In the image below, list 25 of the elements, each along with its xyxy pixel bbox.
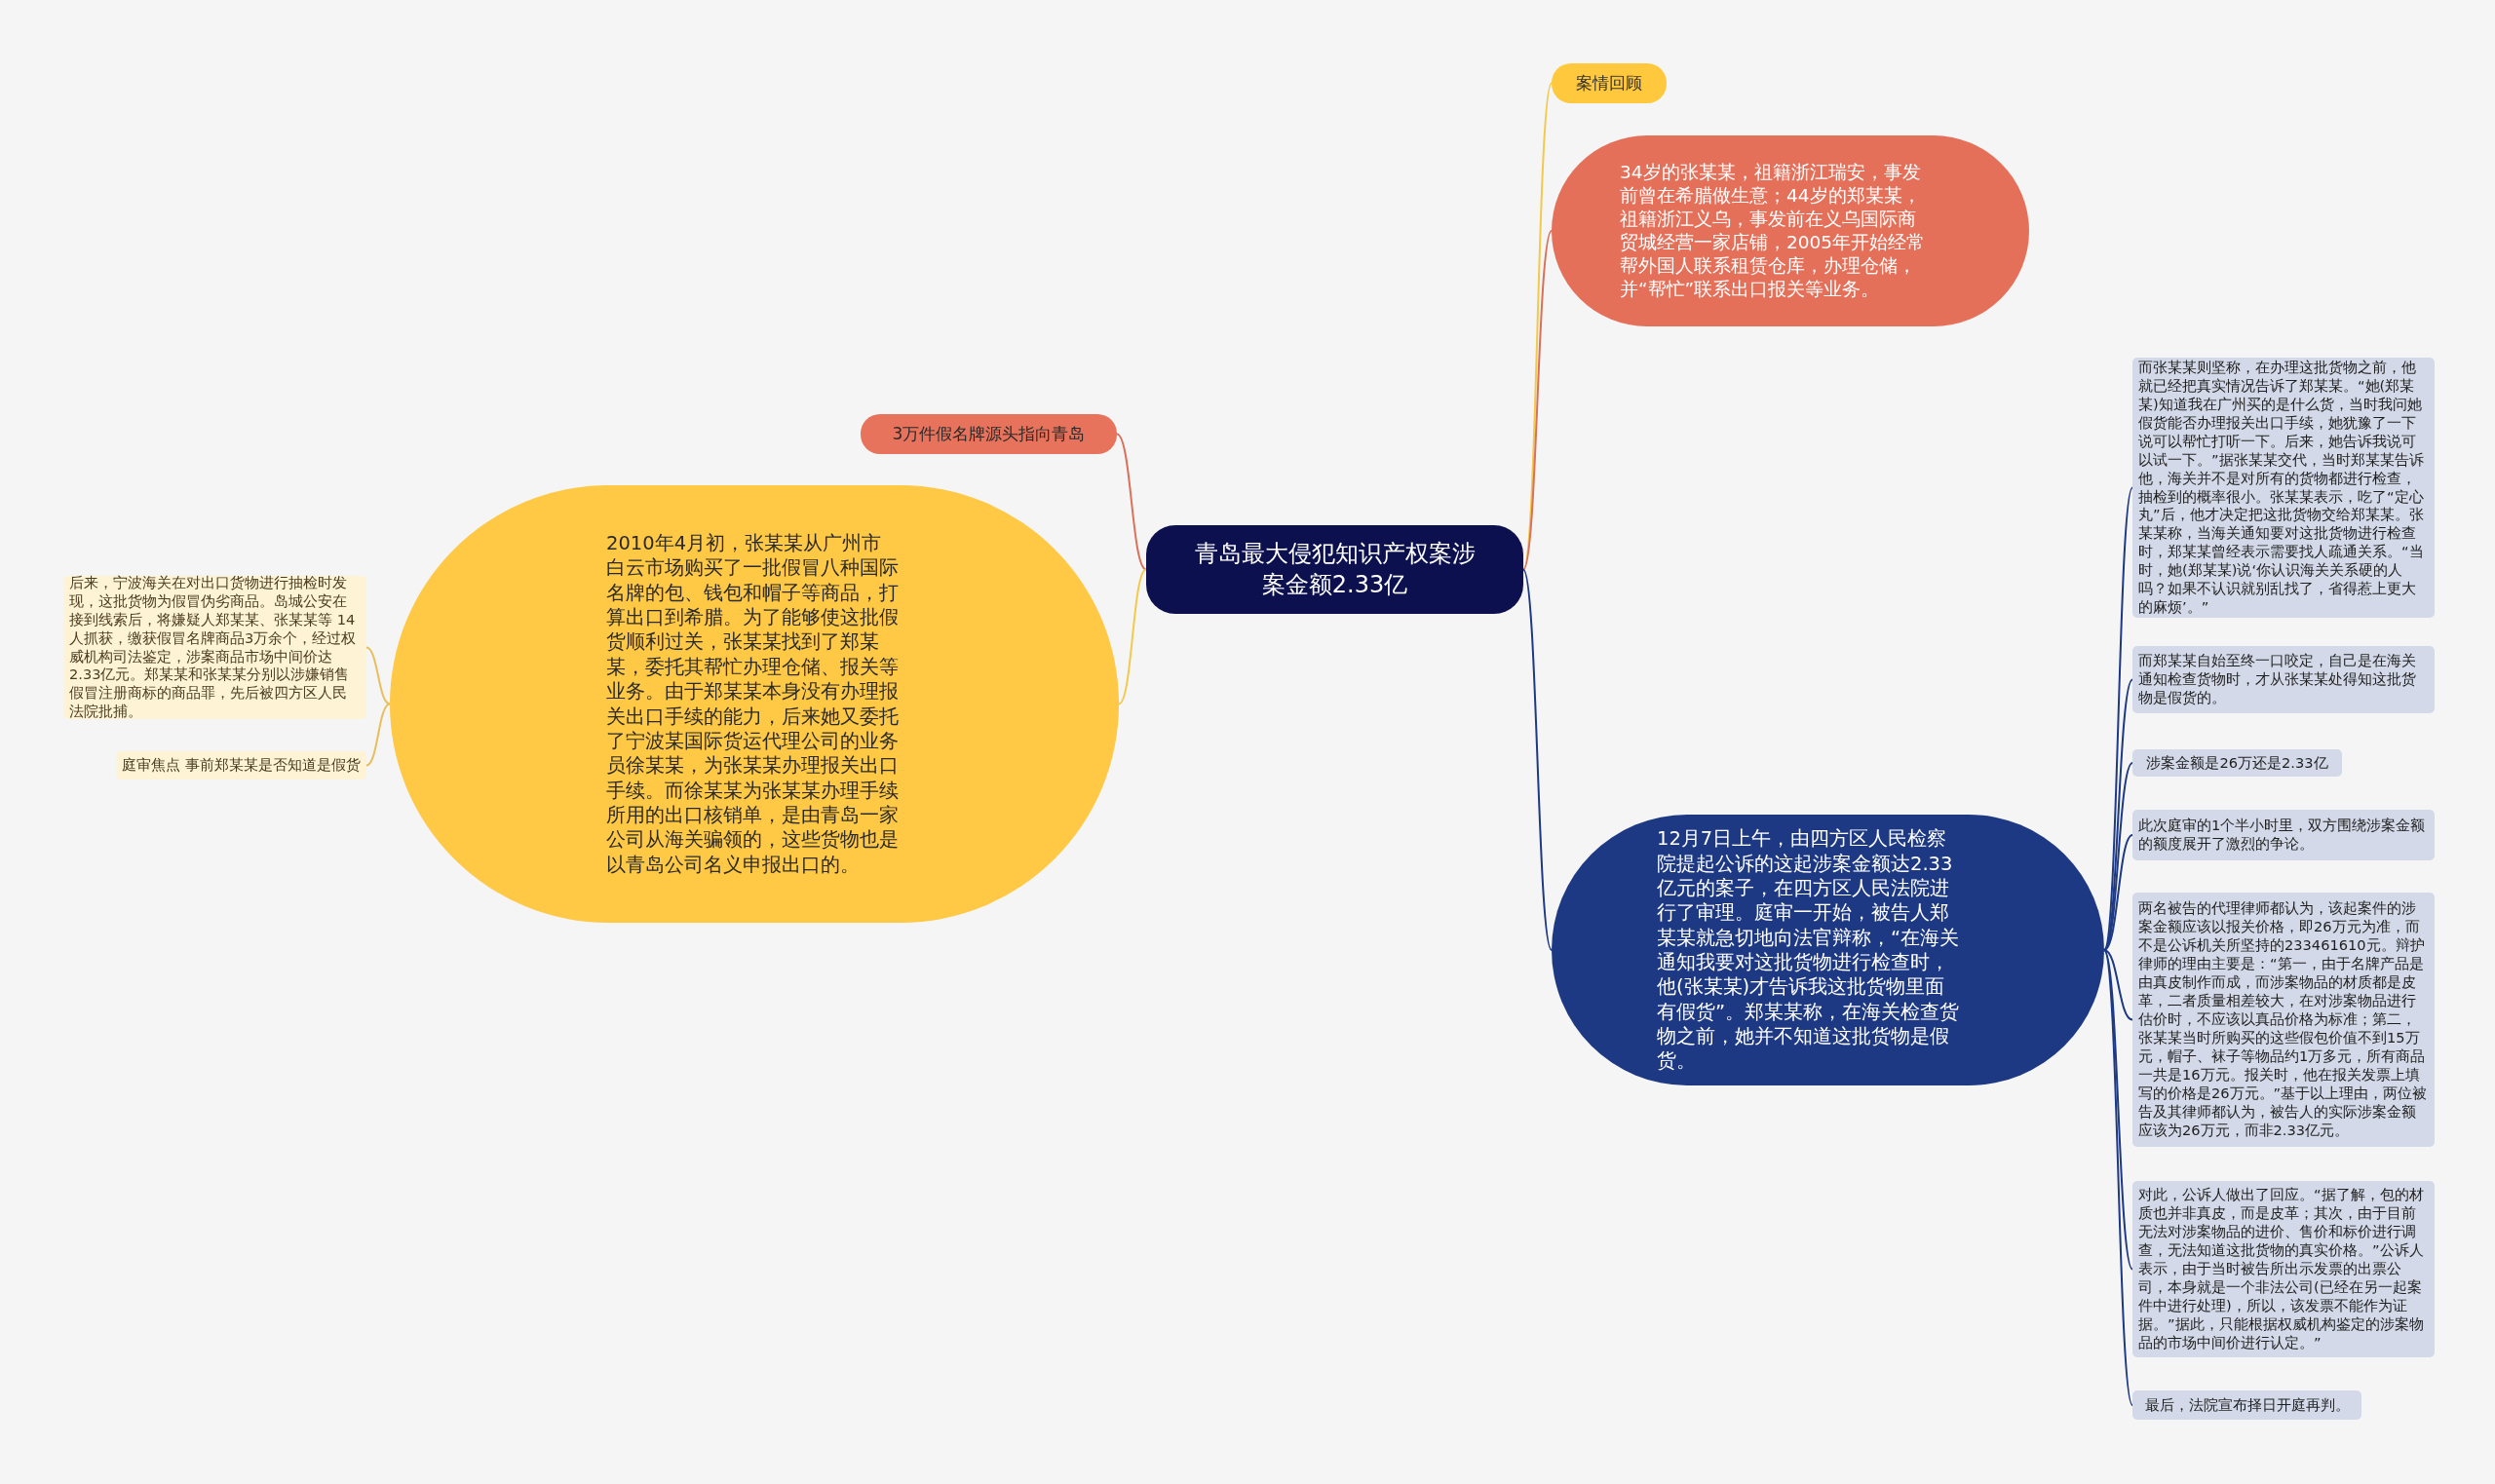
topic-pill: 3万件假名牌源头指向青岛: [861, 414, 1117, 454]
connector-line: [1522, 230, 1553, 571]
note-card: 涉案金额是26万还是2.33亿: [2132, 749, 2342, 777]
note-card: 而张某某则坚称，在办理这批货物之前，他就已经把真实情况告诉了郑某某。“她(郑某某)知道我在广州买的是什么货，当时我问她假货能否办理报关出口手续，她犹豫了一下说可以帮忙打听一下。后来，她告诉我说可以试一下。”据张某某交代，当时郑某某告诉他，海关并不是对所有的货物都进行检查，抽检到的概率很小。张某某表示，吃了“定心丸”后，他才决定把这批货物交给郑某某。张某某称，当海关通知要对这批货物进行检查时，郑某某曾经表示需要找人疏通关系。“当时，她(郑某某)说‘你认识海关关系硬的人吗？如果不认识就别乱找了，省得惹上更大的麻烦’。”: [2132, 358, 2435, 618]
note-card: 庭审焦点 事前郑某某是否知道是假货: [116, 751, 366, 780]
topic-bubble: 34岁的张某某，祖籍浙江瑞安，事发前曾在希腊做生意；44岁的郑某某，祖籍浙江义乌，事发前在义乌国际商贸城经营一家店铺，2005年开始经常帮外国人联系租赁仓库，办理仓储，并“帮忙”联系出口报关等业务。: [1552, 135, 2029, 326]
note-card: 两名被告的代理律师都认为，该起案件的涉案金额应该以报关价格，即26万元为准，而不是公诉机关所坚持的233461610元。辩护律师的理由主要是：“第一，由于名牌产品是由真皮制作而成，而涉案物品的材质都是皮革，二者质量相差较大，在对涉案物品进行估价时，不应该以真品价格为标准；第二，张某某当时所购买的这些假包价值不到15万元，帽子、袜子等物品约1万多元，所有商品一共是16万元。报关时，他在报关发票上填写的价格是26万元。”基于以上理由，两位被告及其律师都认为，被告人的实际涉案金额应该为26万元，而非2.33亿元。: [2132, 893, 2435, 1147]
note-card: 后来，宁波海关在对出口货物进行抽检时发现，这批货物为假冒伪劣商品。岛城公安在接到线索后，将嫌疑人郑某某、张某某等 14人抓获，缴获假冒名牌商品3万余个，经过权威机构司法鉴定，涉案商品市场中间价达2.33亿元。郑某某和张某某分别以涉嫌销售假冒注册商标的商品罪，先后被四方区人民法院批捕。: [63, 576, 366, 719]
central-topic: 青岛最大侵犯知识产权案涉案金额2.33亿: [1146, 525, 1523, 614]
topic-pill: 案情回顾: [1552, 63, 1667, 103]
connector-line: [2103, 949, 2133, 1406]
connector-line: [1118, 568, 1147, 705]
connector-line: [2103, 949, 2133, 1271]
topic-bubble: 2010年4月初，张某某从广州市白云市场购买了一批假冒八种国际名牌的包、钱包和帽子等商品，打算出口到希腊。为了能够使这批假货顺利过关，张某某找到了郑某某，委托其帮忙办理仓储、报关等业务。由于郑某某本身没有办理报关出口手续的能力，后来她又委托了宁波某国际货运代理公司的业务员徐某某，为张某某办理报关出口手续。而徐某某为张某某办理手续所用的出口核销单，是由青岛一家公司从海关骗领的，这些货物也是以青岛公司名义申报出口的。: [390, 485, 1119, 923]
connector-line: [1116, 433, 1147, 571]
note-card: 此次庭审的1个半小时里，双方围绕涉案金额的额度展开了激烈的争论。: [2132, 810, 2435, 860]
note-card: 对此，公诉人做出了回应。“据了解，包的材质也并非真皮，而是皮革；其次，由于目前无法对涉案物品的进价、售价和标价进行调查，无法知道这批货物的真实价格。”公诉人表示，由于当时被告所出示发票的出票公司，本身就是一个非法公司(已经在另一起案件中进行处理)，所以，该发票不能作为证据。”据此，只能根据权威机构鉴定的涉案物品的市场中间价进行认定。”: [2132, 1181, 2435, 1357]
connector-line: [2103, 678, 2133, 951]
topic-bubble: 12月7日上午，由四方区人民检察院提起公诉的这起涉案金额达2.33亿元的案子，在四方区人民法院进行了审理。庭审一开始，被告人郑某某就急切地向法官辩称，“在海关通知我要对这批货物进行检查时，他(张某某)才告诉我这批货物里面有假货”。郑某某称，在海关检查货物之前，她并不知道这批货物是假货。: [1552, 815, 2104, 1085]
connector-line: [1522, 568, 1553, 951]
note-card: 而郑某某自始至终一口咬定，自己是在海关通知检查货物时，才从张某某处得知这批货物是假货的。: [2132, 646, 2435, 713]
note-card: 最后，法院宣布择日开庭再判。: [2132, 1390, 2361, 1420]
connector-line: [365, 703, 391, 767]
connector-line: [365, 646, 391, 705]
connector-line: [2103, 949, 2133, 1021]
